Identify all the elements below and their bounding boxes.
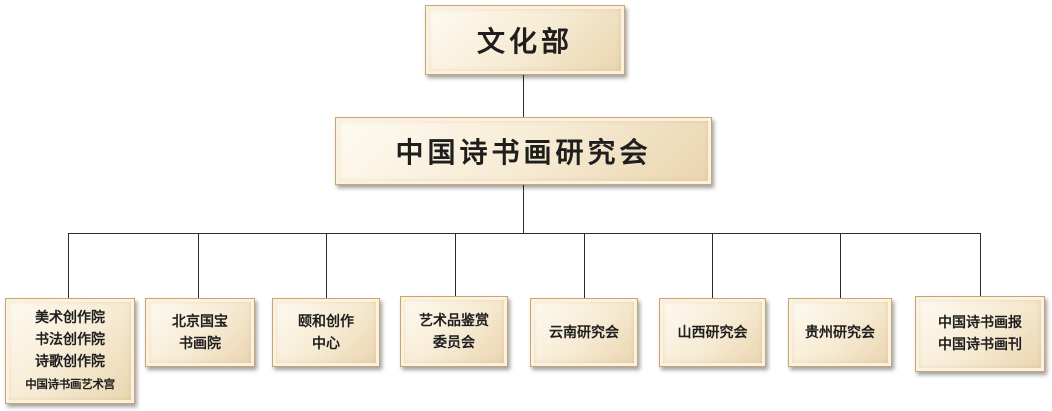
node-child-line: 颐和创作	[298, 313, 354, 330]
node-child-line: 山西研究会	[677, 324, 748, 341]
node-child-line: 云南研究会	[549, 324, 619, 341]
connector-drop-1	[68, 233, 69, 298]
node-child-7: 贵州研究会	[788, 298, 892, 367]
node-root: 文化部	[425, 5, 625, 75]
connector-drop-8	[980, 233, 981, 296]
node-child-line: 北京国宝	[172, 313, 228, 330]
connector-drop-6	[712, 233, 713, 298]
connector-drop-2	[198, 233, 199, 298]
node-child-line: 美术创作院	[35, 310, 105, 326]
node-child-line: 书法创作院	[35, 332, 105, 348]
node-child-line: 书画院	[179, 335, 221, 352]
connector-main-to-bus	[523, 185, 524, 233]
connector-root-to-main	[523, 75, 524, 117]
node-child-line: 中国诗书画刊	[938, 337, 1022, 353]
node-main: 中国诗书画研究会	[335, 117, 712, 185]
node-child-line: 艺术品鉴赏	[419, 312, 489, 329]
node-child-line: 诗歌创作院	[35, 354, 105, 370]
node-child-2: 北京国宝 书画院	[145, 298, 255, 367]
node-child-3: 颐和创作 中心	[272, 298, 380, 367]
node-child-line: 中国诗书画艺术宫	[25, 377, 115, 391]
node-child-line: 中心	[312, 335, 340, 352]
connector-drop-4	[455, 233, 456, 296]
node-child-line: 委员会	[433, 334, 475, 351]
node-child-line: 贵州研究会	[805, 324, 875, 341]
connector-drop-7	[840, 233, 841, 298]
connector-drop-3	[326, 233, 327, 298]
connector-drop-5	[584, 233, 585, 298]
connector-bus	[68, 233, 981, 234]
node-main-label: 中国诗书画研究会	[395, 136, 652, 169]
node-child-8: 中国诗书画报 中国诗书画刊	[915, 296, 1045, 372]
node-root-label: 文化部	[476, 25, 573, 58]
node-child-line: 中国诗书画报	[938, 315, 1022, 331]
node-child-4: 艺术品鉴赏 委员会	[400, 296, 508, 367]
node-child-1: 美术创作院 书法创作院 诗歌创作院 中国诗书画艺术宫	[5, 298, 135, 404]
node-child-5: 云南研究会	[530, 298, 638, 367]
node-child-6: 山西研究会	[659, 298, 766, 367]
